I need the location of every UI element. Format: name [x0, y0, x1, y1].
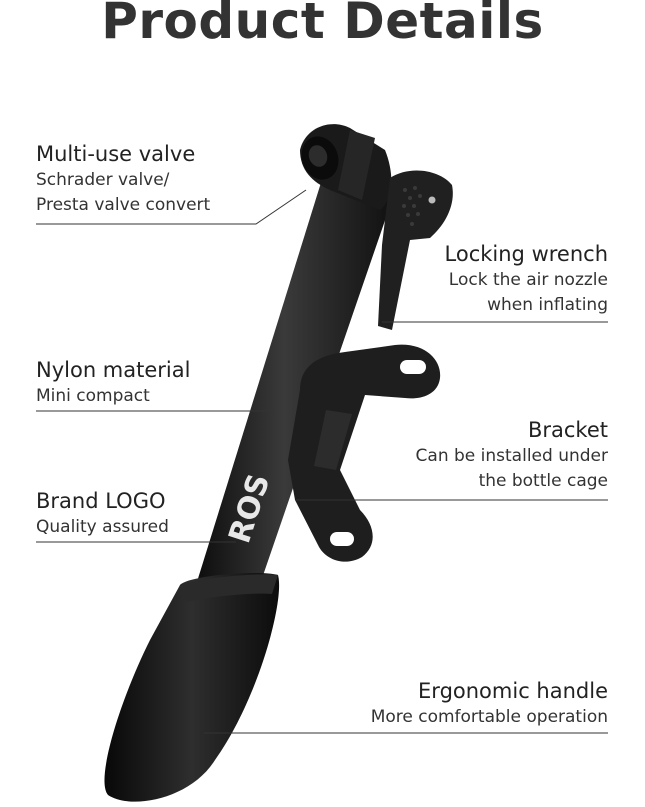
locking-wrench — [378, 170, 453, 330]
feature-desc: Can be installed under — [415, 446, 608, 466]
feature-desc: Schrader valve/ — [36, 170, 170, 190]
feature-desc: Quality assured — [36, 517, 169, 537]
feature-title: Brand LOGO — [36, 489, 166, 513]
feature-desc: the bottle cage — [478, 471, 608, 491]
feature-desc: Mini compact — [36, 386, 150, 406]
label-locking-wrench: Locking wrench Lock the air nozzle when … — [445, 240, 608, 318]
bracket — [288, 344, 441, 562]
feature-title: Bracket — [527, 418, 608, 442]
page-title: Product Details — [101, 0, 544, 50]
callout-lines — [36, 189, 608, 734]
feature-title: Ergonomic handle — [418, 679, 608, 703]
label-ergonomic-handle: Ergonomic handle More comfortable operat… — [371, 677, 608, 730]
label-brand-logo: Brand LOGO Quality assured — [36, 487, 169, 540]
feature-desc: More comfortable operation — [370, 707, 608, 727]
feature-title: Locking wrench — [444, 242, 608, 266]
feature-title: Multi-use valve — [36, 142, 196, 166]
feature-desc: Lock the air nozzle — [448, 270, 608, 290]
pump-barrel — [196, 160, 392, 590]
feature-desc: when inflating — [487, 295, 608, 315]
label-multi-use-valve: Multi-use valve Schrader valve/ Presta v… — [36, 140, 210, 218]
pump-head — [300, 124, 392, 210]
feature-desc: Presta valve convert — [36, 195, 211, 215]
feature-title: Nylon material — [36, 358, 191, 382]
label-bracket: Bracket Can be installed under the bottl… — [416, 416, 608, 494]
pump-handle — [104, 573, 280, 802]
label-nylon-material: Nylon material Mini compact — [36, 356, 190, 409]
